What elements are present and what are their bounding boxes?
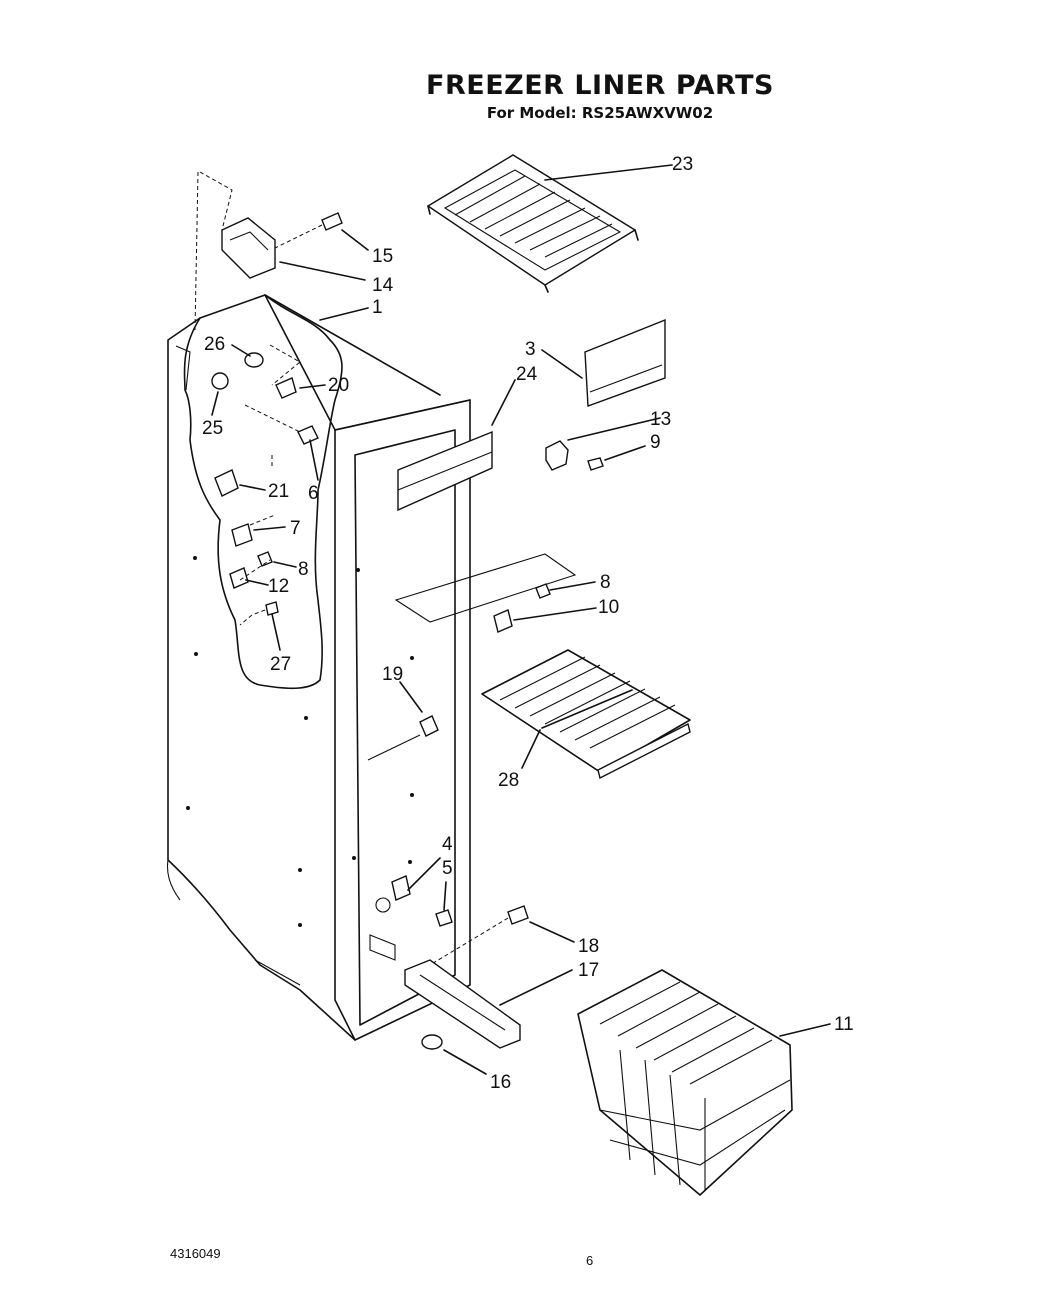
cap-part-16 [421, 1034, 443, 1050]
callout-10: 10 [598, 597, 619, 618]
callout-23: 23 [672, 154, 693, 175]
socket-part-20 [275, 377, 297, 399]
bracket-plate [394, 553, 577, 623]
freezer-liner-cabinet [166, 294, 493, 1041]
callout-15: 15 [372, 246, 393, 267]
callout-24: 24 [516, 364, 538, 385]
screw-part-18 [424, 905, 529, 969]
socket-part-7 [231, 523, 253, 547]
holder-part-21 [214, 469, 239, 497]
switch-part-10 [493, 609, 513, 633]
callout-16: 16 [490, 1072, 511, 1093]
screw-part-9 [587, 457, 604, 471]
fastener-part-27 [265, 601, 279, 616]
page-title: FREEZER LINER PARTS [426, 70, 774, 101]
callout-18: 18 [578, 936, 599, 957]
callout-13: 13 [650, 409, 671, 430]
callout-20: 20 [328, 375, 349, 396]
callout-leaders [211, 164, 831, 1075]
callout-4: 4 [442, 834, 453, 855]
callout-12: 12 [268, 576, 289, 597]
screw-part-5 [435, 909, 453, 927]
callout-3: 3 [525, 339, 536, 360]
clip-part-8-right [535, 583, 551, 599]
callout-8: 8 [298, 559, 309, 580]
bracket-part-4 [391, 875, 411, 901]
bracket-part-6 [297, 425, 319, 445]
callout-28: 28 [498, 770, 519, 791]
clip-part-8 [257, 551, 273, 567]
callout-19: 19 [382, 664, 403, 685]
wire-shelf-part-28 [481, 649, 691, 780]
callout-7: 7 [290, 518, 301, 539]
callout-26: 26 [204, 334, 225, 355]
callout-1: 1 [372, 297, 383, 318]
callout-27: 27 [270, 654, 291, 675]
bracket-part-14 [194, 171, 276, 331]
rail-part-17 [404, 959, 521, 1049]
switch-part-12 [229, 567, 249, 589]
callout-14: 14 [372, 275, 394, 296]
clip-part-13 [545, 440, 569, 471]
socket-part-19 [367, 715, 439, 761]
callout-6: 6 [308, 483, 319, 504]
shelf-part-23 [426, 154, 639, 293]
panel-part-3 [584, 318, 666, 407]
model-subtitle: For Model: RS25AWXVW02 [486, 104, 714, 122]
callout-5: 5 [442, 858, 453, 879]
callout-21: 21 [268, 481, 289, 502]
document-number: 4316049 [170, 1246, 221, 1261]
screw-part-15 [274, 212, 343, 249]
bulb-part-25 [211, 372, 229, 390]
basket-part-11 [577, 969, 793, 1196]
callout-9: 9 [650, 432, 661, 453]
callout-11: 11 [834, 1014, 854, 1035]
callout-8-right: 8 [600, 572, 611, 593]
page-number: 6 [586, 1253, 594, 1268]
callout-25: 25 [202, 418, 223, 439]
callout-17: 17 [578, 960, 599, 981]
